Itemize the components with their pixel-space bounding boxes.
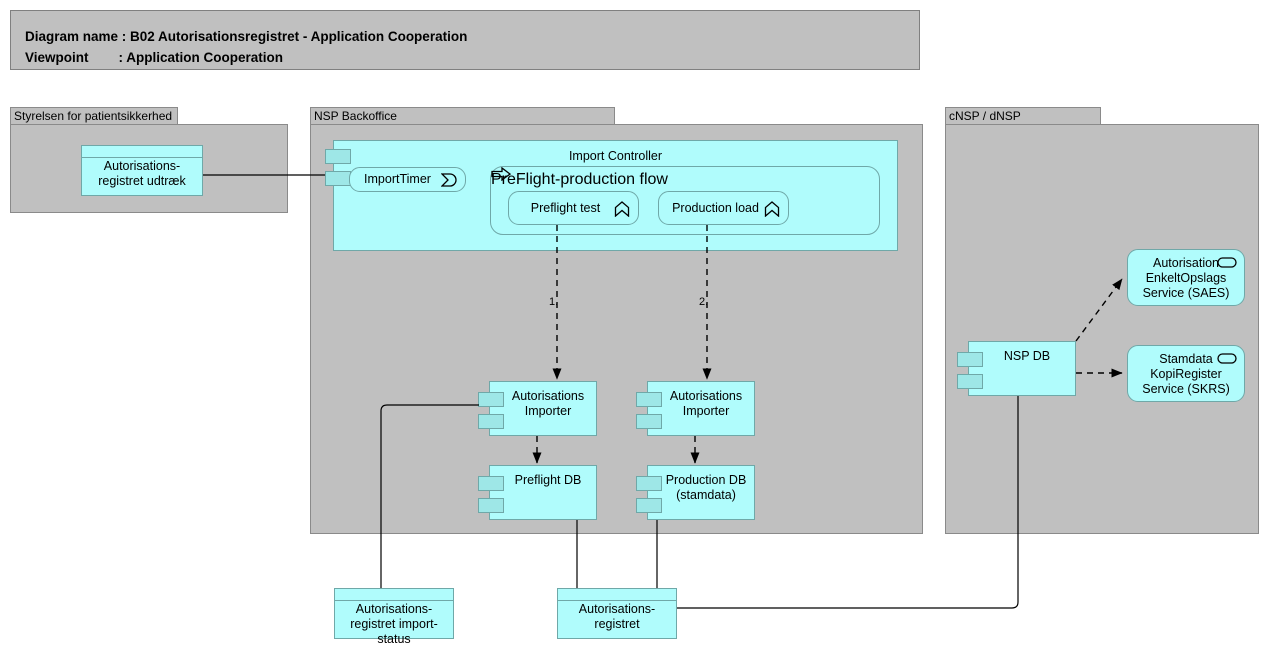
data-object-autorisationsregistret-udtraek[interactable]: Autorisations- registret udtræk [81, 145, 203, 196]
preflight-db-ports [478, 476, 504, 520]
component-production-db[interactable]: Production DB (stamdata) [636, 465, 755, 520]
viewpoint-line: Viewpoint : Application Cooperation [25, 50, 284, 65]
autorisations-importer-2-ports [636, 392, 662, 436]
data-object-autorisationsregistret-udtraek-label: Autorisations- registret udtræk [98, 159, 186, 188]
data-object-band [82, 146, 202, 158]
application-function-preflight-test[interactable]: Preflight test [508, 191, 639, 225]
process-arrow-icon [491, 166, 512, 182]
group-styrelsen-label: Styrelsen for patientsikkerhed [14, 109, 173, 123]
component-preflight-db[interactable]: Preflight DB [478, 465, 597, 520]
component-import-controller-label: Import Controller [568, 149, 663, 163]
group-cnsp-dnsp[interactable]: cNSP / dNSP [945, 107, 1259, 534]
application-service-skrs-label: Stamdata KopiRegister Service (SKRS) [1142, 352, 1230, 396]
connection-label-1: 1. [549, 296, 559, 308]
component-port [636, 476, 662, 491]
preflight-test-label: Preflight test [530, 201, 601, 215]
group-cnsp-dnsp-label: cNSP / dNSP [949, 109, 1021, 123]
component-port [325, 149, 351, 164]
data-object-autorisationsregistret-import-status-label: Autorisations- registret import- status [350, 602, 438, 646]
application-service-icon [1217, 353, 1237, 364]
component-autorisations-importer-1[interactable]: Autorisations Importer [478, 381, 597, 436]
import-controller-ports [325, 149, 351, 193]
group-styrelsen-tab [10, 107, 178, 125]
diagram-title-box: Diagram name : B02 Autorisationsregistre… [10, 10, 920, 70]
application-event-import-timer[interactable]: ImportTimer [349, 167, 466, 192]
group-nsp-backoffice-label: NSP Backoffice [314, 109, 397, 123]
application-function-icon [614, 201, 630, 217]
application-service-saes-label: Autorisation EnkeltOpslags Service (SAES… [1142, 256, 1230, 300]
application-service-skrs[interactable]: Stamdata KopiRegister Service (SKRS) [1127, 345, 1245, 402]
production-load-label: Production load [672, 201, 759, 215]
component-nsp-db-label: NSP DB [1003, 349, 1051, 363]
preflight-production-flow-label: PreFlight-production flow [491, 171, 668, 188]
component-port [636, 392, 662, 407]
nsp-db-ports [957, 352, 983, 396]
group-cnsp-dnsp-tab [945, 107, 1101, 125]
component-production-db-label: Production DB (stamdata) [665, 473, 747, 502]
application-service-saes[interactable]: Autorisation EnkeltOpslags Service (SAES… [1127, 249, 1245, 306]
production-db-ports [636, 476, 662, 520]
group-cnsp-dnsp-body [945, 124, 1259, 534]
component-preflight-db-label: Preflight DB [514, 473, 582, 487]
component-port [325, 171, 351, 186]
component-port [957, 374, 983, 389]
diagram-name-line: Diagram name : B02 Autorisationsregistre… [25, 29, 468, 44]
import-timer-label: ImportTimer [364, 172, 431, 186]
component-nsp-db[interactable]: NSP DB [957, 341, 1076, 396]
group-nsp-backoffice-tab [310, 107, 615, 125]
data-object-autorisationsregistret[interactable]: Autorisations- registret [557, 588, 677, 639]
component-port [957, 352, 983, 367]
component-port [478, 498, 504, 513]
application-event-icon [441, 173, 457, 187]
component-autorisations-importer-1-label: Autorisations Importer [511, 389, 585, 418]
component-port [636, 498, 662, 513]
application-function-production-load[interactable]: Production load [658, 191, 789, 225]
component-port [636, 414, 662, 429]
autorisations-importer-1-ports [478, 392, 504, 436]
data-object-band [335, 589, 453, 601]
component-autorisations-importer-2-label: Autorisations Importer [669, 389, 743, 418]
data-object-band [558, 589, 676, 601]
data-object-autorisationsregistret-import-status[interactable]: Autorisations- registret import- status [334, 588, 454, 646]
component-port [478, 392, 504, 407]
data-object-autorisationsregistret-label: Autorisations- registret [578, 602, 656, 631]
application-service-icon [1217, 257, 1237, 268]
connection-label-2: 2. [699, 296, 709, 308]
component-autorisations-importer-2[interactable]: Autorisations Importer [636, 381, 755, 436]
application-function-icon [764, 201, 780, 217]
